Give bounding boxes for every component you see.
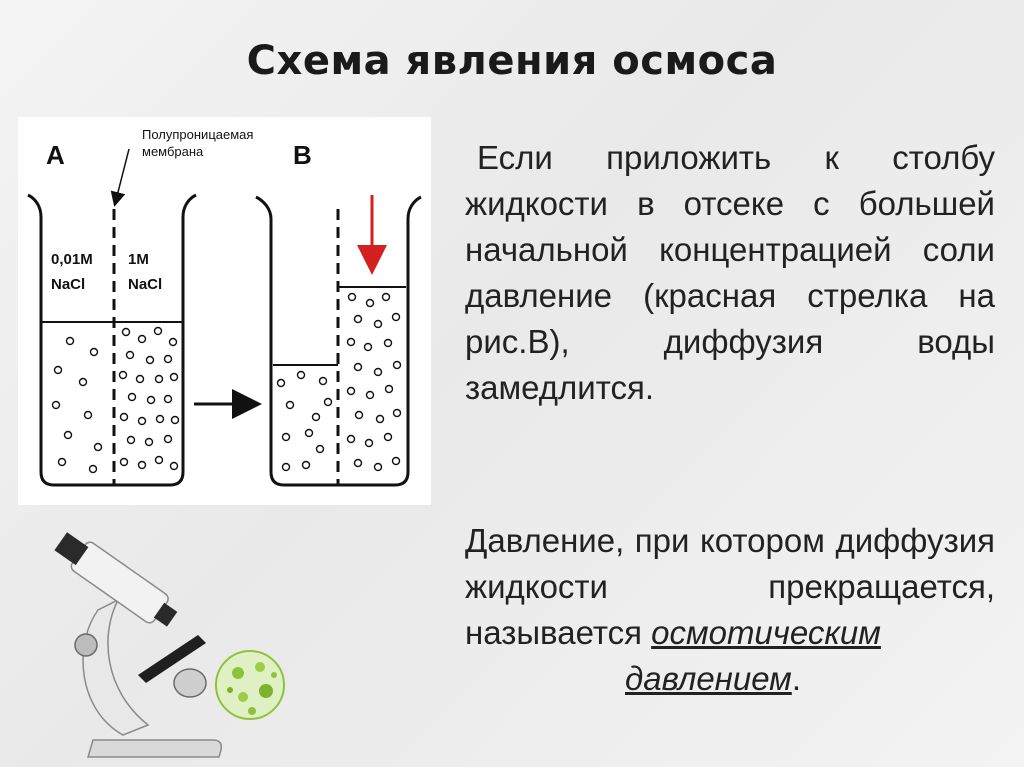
particles-a-right <box>118 326 180 471</box>
right-conc-label: 1M <box>128 251 149 268</box>
beaker-b <box>255 195 422 487</box>
microbe-icon <box>215 650 285 720</box>
microscope-arm <box>82 598 150 736</box>
right-salt-label: NaCl <box>128 276 162 293</box>
label-b: B <box>293 140 312 170</box>
particles-a-left <box>51 336 103 474</box>
particles-b-right <box>346 292 402 472</box>
osmosis-diagram: A B Полупроницаемая мембрана 0,01M NaCl … <box>18 117 431 505</box>
left-conc-label: 0,01M <box>51 251 93 268</box>
left-salt-label: NaCl <box>51 276 85 293</box>
membrane-label-line1: Полупроницаемая <box>142 127 253 142</box>
paragraph-definition-end: . <box>791 660 801 697</box>
membrane-pointer-arrow <box>110 148 130 207</box>
particles-b-left <box>276 370 333 472</box>
microscope-base <box>86 739 223 758</box>
term-osmotic: осмотическим <box>651 614 881 651</box>
membrane-label-line2: мембрана <box>142 144 204 159</box>
microscope-illustration <box>38 525 298 765</box>
term-pressure: давлением <box>625 660 792 697</box>
microscope-stage <box>138 635 206 683</box>
slide-title: Схема явления осмоса <box>246 38 778 84</box>
label-a: A <box>46 140 65 170</box>
paragraph-pressure: Если приложить к столбу жидкости в отсек… <box>465 139 995 406</box>
beaker-a <box>27 193 197 487</box>
paragraph-definition-lead: Давление, при котором диффузия жидкости … <box>465 522 995 651</box>
paragraph-definition: Давление, при котором диффузия жидкости … <box>465 518 995 702</box>
